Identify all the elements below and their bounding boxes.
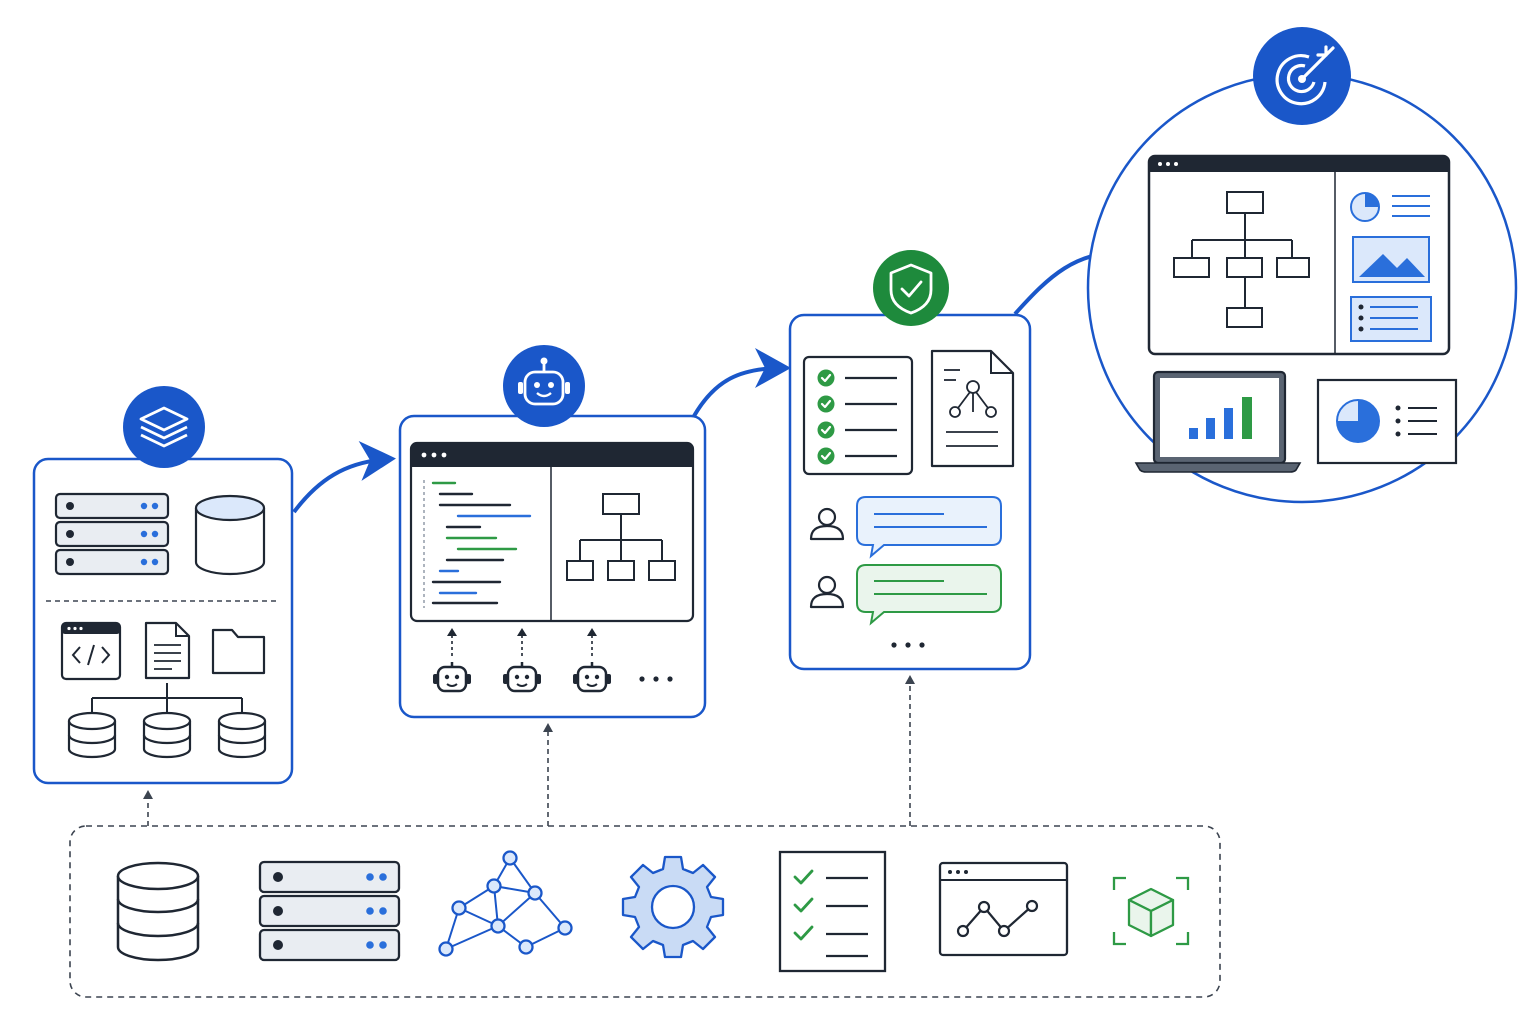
stage-card-governance (788, 313, 1032, 671)
list-panel-icon (1350, 296, 1432, 342)
layers-badge (123, 386, 205, 468)
shield-badge (873, 250, 949, 326)
line-chart-window-icon (938, 861, 1069, 957)
robot-icon (518, 357, 570, 406)
chat-bubble-icon (856, 564, 1002, 626)
mini-pie-icon (1350, 192, 1430, 222)
database-icon (217, 711, 267, 759)
code-window-icon (60, 621, 122, 681)
network-graph-icon (438, 850, 573, 957)
database-icon (67, 711, 117, 759)
flow-arrow-1 (292, 441, 396, 514)
target-icon (1275, 45, 1335, 106)
layers-icon (139, 406, 189, 448)
hierarchy-icon (566, 493, 676, 581)
database-icon (116, 861, 200, 962)
robot-badge (503, 345, 585, 427)
database-icon (142, 711, 192, 759)
code-lines (431, 481, 532, 605)
cube-scan-icon (1112, 876, 1190, 946)
checklist-icon (778, 850, 887, 973)
database-icon (194, 494, 266, 576)
more-ellipsis (639, 676, 673, 682)
shield-check-icon (889, 263, 933, 315)
more-ellipsis (891, 642, 925, 648)
folder-icon (211, 628, 266, 675)
monitor-pie-chart-icon (1316, 378, 1458, 465)
target-badge (1253, 27, 1351, 125)
stage-circle-outcome (1086, 72, 1518, 504)
dashboard-window (1147, 154, 1451, 356)
stage-card-agents (398, 414, 707, 719)
org-chart-icon (1173, 191, 1310, 328)
diagram-document-icon (930, 349, 1015, 468)
code-editor-window (409, 441, 695, 623)
stage-card-data (32, 457, 294, 785)
foundation-strip (69, 825, 1221, 998)
document-icon (144, 621, 191, 680)
chat-bubble-icon (856, 496, 1002, 559)
image-icon (1352, 236, 1430, 283)
server-rack-icon (54, 492, 170, 576)
server-rack-icon (258, 860, 401, 962)
laptop-chart-icon (1134, 370, 1302, 473)
agent-arrows (447, 628, 597, 656)
checklist-icon (802, 355, 914, 476)
gear-icon (621, 855, 725, 959)
flow-arrow-2 (692, 348, 791, 418)
